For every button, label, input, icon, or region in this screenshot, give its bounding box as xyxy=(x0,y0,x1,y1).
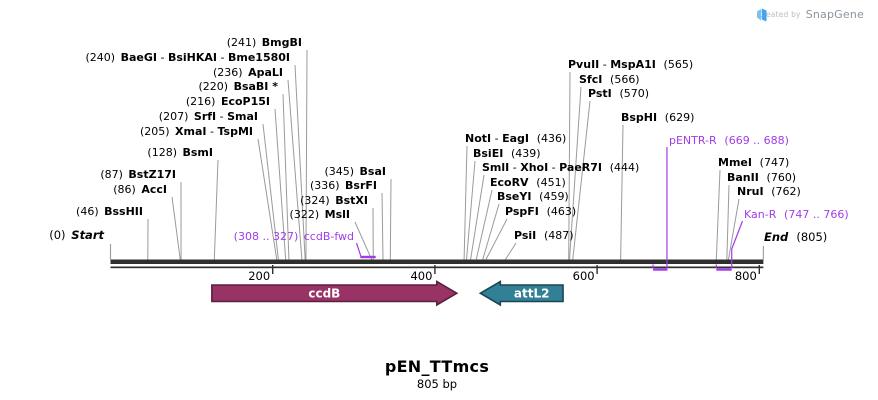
site-leader-SfcI xyxy=(569,86,582,260)
primer-Kan-R-label: Kan-R (747 .. 766) xyxy=(744,208,849,221)
enzyme-label-BstXI: (324) BstXI xyxy=(300,194,368,207)
site-leader-ApaLI xyxy=(287,79,303,260)
enzyme-label-BstZ17I: (87) BstZ17I xyxy=(100,168,176,181)
site-leader-MmeI xyxy=(715,169,721,260)
tick-label-800: 800 xyxy=(735,269,757,283)
site-leader-MslI xyxy=(354,221,373,260)
enzyme-label-MmeI: MmeI (747) xyxy=(718,156,789,169)
enzyme-label-BsaI: (345) BsaI xyxy=(324,165,386,178)
site-leader-EcoP15I xyxy=(274,108,287,260)
site-leader-AccI xyxy=(171,196,181,260)
site-leader-BsaBI xyxy=(282,93,290,260)
plasmid-name: pEN_TTmcs xyxy=(384,357,490,376)
terminal-label-Start: (0) Start xyxy=(49,228,104,242)
snapgene-logo-icon xyxy=(757,8,767,22)
enzyme-label-ApaLI: (236) ApaLI xyxy=(213,66,283,79)
enzyme-label-BaeGI: (240) BaeGI - BsiHKAI - Bme1580I xyxy=(86,51,290,64)
terminal-label-End: End (805) xyxy=(764,230,827,244)
enzyme-label-BseYI: BseYI (459) xyxy=(497,190,569,203)
enzyme-label-SmlI: SmlI - XhoI - PaeR7I (444) xyxy=(482,161,639,174)
site-leader-BsmI xyxy=(213,159,219,260)
enzyme-label-PsiI: PsiI (487) xyxy=(514,229,574,242)
site-leader-BsiEI xyxy=(466,160,476,260)
enzyme-label-NruI: NruI (762) xyxy=(737,185,801,198)
primer-Kan-R-leader xyxy=(731,220,744,269)
enzyme-label-SfcI: SfcI (566) xyxy=(579,73,640,86)
site-leader-PsiI xyxy=(505,242,517,260)
watermark-created-by-text: Created by xyxy=(757,10,801,19)
site-leader-BspHI xyxy=(620,124,624,260)
site-leader-NruI xyxy=(727,198,740,260)
enzyme-label-BssHII: (46) BssHII xyxy=(76,205,143,218)
site-leader-BaeGI xyxy=(294,64,306,260)
enzyme-label-BanII: BanII (760) xyxy=(727,171,796,184)
enzyme-label-PspFI: PspFI (463) xyxy=(505,205,576,218)
tick-label-400: 400 xyxy=(410,269,432,283)
tick-label-200: 200 xyxy=(248,269,270,283)
title-block: pEN_TTmcs 805 bp xyxy=(0,357,874,391)
enzyme-label-SrfI: (207) SrfI - SmaI xyxy=(159,110,258,123)
enzyme-label-BsrFI: (336) BsrFI xyxy=(310,179,377,192)
site-leader-BsaI xyxy=(389,178,392,260)
plasmid-length: 805 bp xyxy=(416,377,458,391)
enzyme-label-BsaBI: (220) BsaBI * xyxy=(198,80,278,93)
primer-ccdB-fwd-leader xyxy=(355,242,362,257)
enzyme-label-PstI: PstI (570) xyxy=(588,87,649,100)
watermark-brand-text: SnapGene xyxy=(805,8,864,21)
enzyme-label-EcoP15I: (216) EcoP15I xyxy=(186,95,270,108)
site-leader-SmlI xyxy=(470,174,485,260)
enzyme-label-EcoRV: EcoRV (451) xyxy=(490,176,566,189)
enzyme-label-AccI: (86) AccI xyxy=(113,183,167,196)
primer-ccdB-fwd-label: (308 .. 327) ccdB-fwd xyxy=(234,230,354,243)
site-leader-PspFI xyxy=(485,218,508,260)
site-leader-NotI xyxy=(463,145,468,260)
primer-pENTR-R-label: pENTR-R (669 .. 688) xyxy=(669,134,789,147)
site-leader-BseYI xyxy=(482,203,500,260)
enzyme-label-XmaI: (205) XmaI - TspMI xyxy=(140,125,253,138)
feature-attL2-arrow xyxy=(478,280,564,307)
backbone-top-strand xyxy=(110,259,764,264)
feature-attL2-label: attL2 xyxy=(514,287,550,301)
backbone-bottom-strand xyxy=(110,266,764,269)
enzyme-label-BsiEI: BsiEI (439) xyxy=(473,147,541,160)
site-leader-PvuII xyxy=(568,71,571,260)
feature-ccdB-label: ccdB xyxy=(308,287,340,301)
site-leader-XmaI xyxy=(257,138,278,260)
site-leader-SrfI xyxy=(262,123,279,260)
site-leader-BanII xyxy=(726,184,730,260)
enzyme-label-NotI: NotI - EagI (436) xyxy=(465,132,566,145)
site-leader-BsrFI xyxy=(381,192,384,260)
enzyme-label-MslI: (322) MslI xyxy=(290,208,350,221)
site-leader-PstI xyxy=(572,100,591,260)
enzyme-label-BsmI: (128) BsmI xyxy=(147,146,213,159)
enzyme-label-BspHI: BspHI (629) xyxy=(621,111,694,124)
enzyme-label-PvuII: PvuII - MspA1I (565) xyxy=(568,58,693,71)
site-leader-BmgBI xyxy=(305,49,308,260)
site-leader-EcoRV xyxy=(475,189,493,260)
tick-label-600: 600 xyxy=(573,269,595,283)
feature-ccdB-arrow xyxy=(211,280,459,307)
enzyme-label-BmgBI: (241) BmgBI xyxy=(227,36,302,49)
snapgene-watermark: Created by SnapGene xyxy=(757,8,864,22)
